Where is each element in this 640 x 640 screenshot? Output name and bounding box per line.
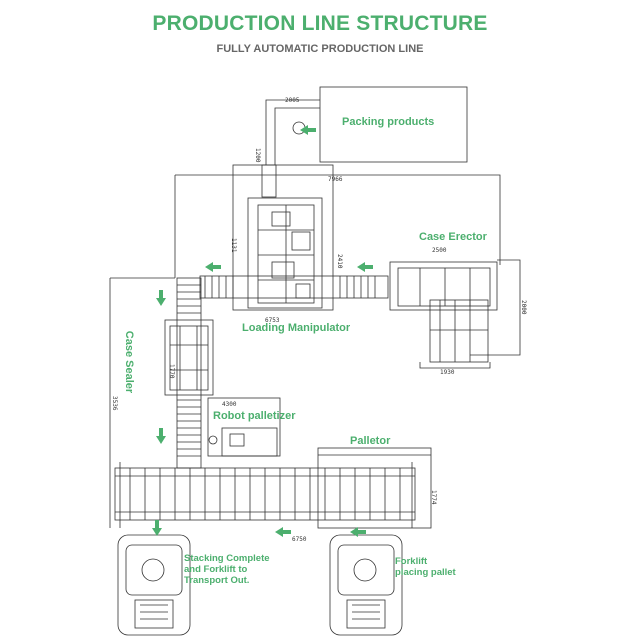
page-title: PRODUCTION LINE STRUCTURE [152,12,488,35]
label-stacking-complete: Stacking Complete and Forklift to Transp… [184,553,270,586]
infeed-conveyor [265,99,320,165]
arrow-left-icon [205,262,221,272]
robot-palletizer-frame [207,397,281,457]
dimension-label: 1774 [430,490,437,505]
arrow-left-icon [350,527,366,537]
case-sealer-frame [164,319,214,396]
loading-manipulator-frame [232,164,334,311]
forklift-right [329,534,403,636]
label-case-erector: Case Erector [419,231,487,243]
dimension-label: 2500 [432,247,447,254]
label-forklift-placing: Forklift placing pallet [395,556,456,578]
arrow-left-icon [275,527,291,537]
dimension-label: 1131 [230,238,237,253]
label-robot-palletizer: Robot palletizer [213,410,296,422]
dimension-label: 3536 [111,396,118,411]
arrow-down-icon [152,520,162,536]
palletor-frame [317,447,432,529]
dimension-label: 2005 [285,97,300,104]
label-packing-products: Packing products [342,116,435,128]
packing-products-box [319,86,468,163]
dimension-label: 6753 [265,317,280,324]
label-case-sealer: Case Sealer [123,330,136,394]
dimension-label: 2410 [336,254,343,269]
arrow-left-icon [357,262,373,272]
arrow-down-icon [156,428,166,444]
forklift-left [117,534,191,636]
case-erector-frame [389,261,498,311]
middle-conveyor [199,275,389,299]
dimension-label: 1770 [168,364,175,379]
dimension-label: 6750 [292,536,307,543]
page-subtitle: FULLY AUTOMATIC PRODUCTION LINE [216,43,424,55]
dimension-label: 4300 [222,401,237,408]
dimension-label: 7966 [328,176,343,183]
dimension-label: 1930 [440,369,455,376]
arrow-left-icon [300,125,316,135]
label-loading-manipulator: Loading Manipulator [242,322,351,334]
label-palletor: Palletor [350,435,391,447]
arrow-down-icon [156,290,166,306]
dimension-label: 2000 [520,300,527,315]
dimension-label: 1200 [254,148,261,163]
